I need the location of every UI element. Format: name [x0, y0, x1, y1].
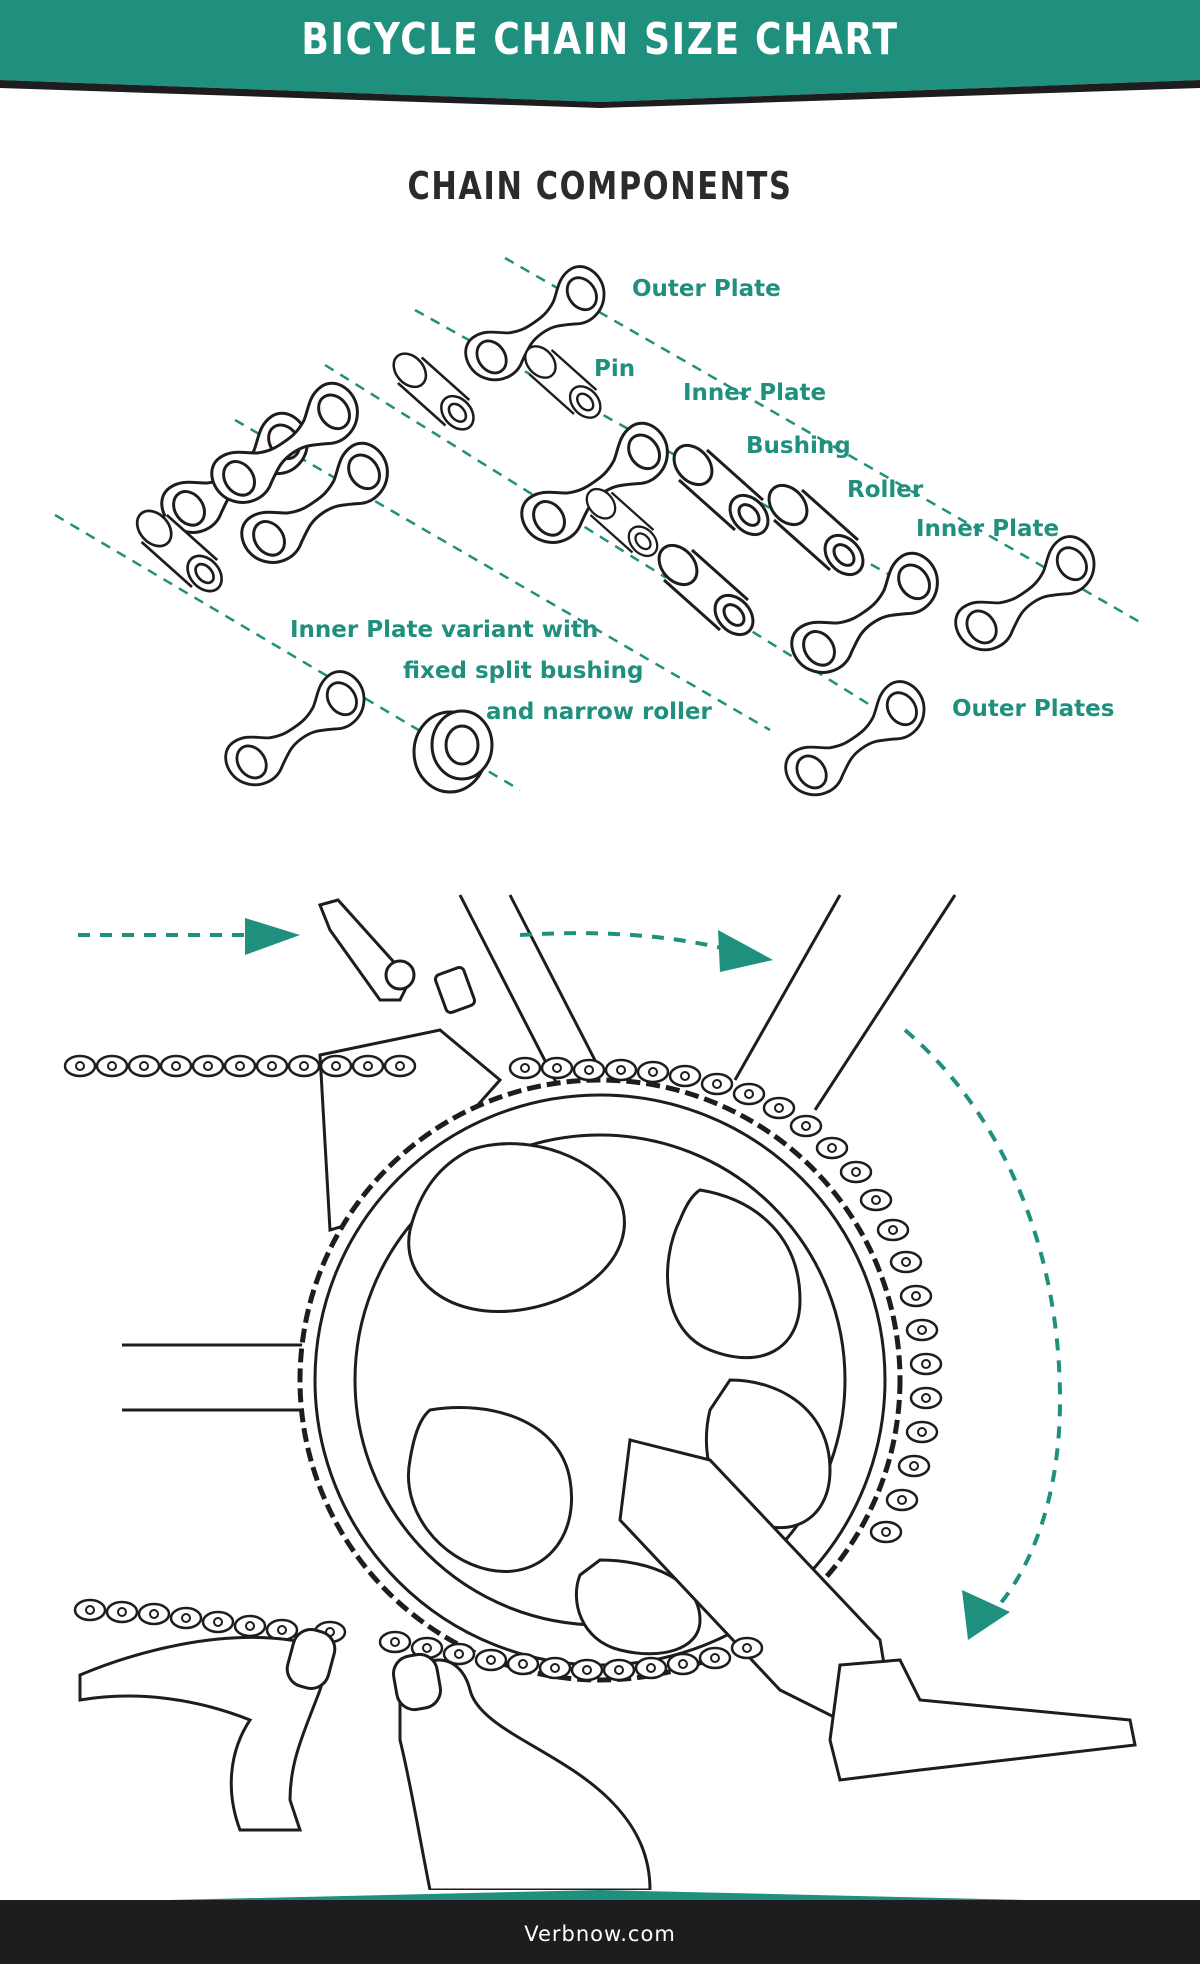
- label-variant-line1: Inner Plate variant with: [290, 617, 599, 643]
- inner-plate-part-2: [781, 543, 952, 687]
- header-banner: BICYCLE CHAIN SIZE CHART: [0, 0, 1200, 108]
- variant-plate: [215, 662, 378, 798]
- label-outer-plate: Outer Plate: [632, 276, 781, 302]
- hands: [78, 1628, 652, 1890]
- page-title: BICYCLE CHAIN SIZE CHART: [301, 14, 899, 65]
- outer-plate-right: [945, 527, 1108, 663]
- arrowheads: [245, 918, 1010, 1640]
- inner-plate-part: [511, 413, 682, 557]
- label-inner-plate: Inner Plate: [683, 380, 827, 406]
- crank-arm: [618, 1438, 1137, 1782]
- label-pin: Pin: [594, 356, 636, 382]
- header-shadow-shape: [0, 74, 1200, 108]
- assembled-chain-segment: [128, 345, 482, 600]
- label-bushing: Bushing: [746, 433, 851, 459]
- label-variant-line2: fixed split bushing: [403, 658, 644, 684]
- variant-roller: [412, 709, 494, 794]
- section-title: CHAIN COMPONENTS: [407, 164, 793, 208]
- pin-part: [517, 339, 608, 425]
- footer-band: [0, 1900, 1200, 1964]
- label-roller: Roller: [847, 477, 924, 503]
- label-variant-line3: and narrow roller: [486, 699, 712, 725]
- chain-illustration: [54, 256, 1146, 1890]
- label-inner-plate-2: Inner Plate: [916, 516, 1060, 542]
- header-band: [0, 0, 1200, 80]
- chainring: [297, 1077, 903, 1683]
- footer-site-link[interactable]: Verbnow.com: [524, 1922, 676, 1946]
- motion-arrows: [78, 931, 1063, 1612]
- label-outer-plates: Outer Plates: [952, 696, 1115, 722]
- footer: Verbnow.com: [0, 1890, 1200, 1964]
- frame-tubes: [122, 894, 957, 1412]
- outer-plate-lower: [775, 672, 938, 808]
- derailleur-arm: [317, 898, 477, 1015]
- roller-part-2: [649, 536, 763, 644]
